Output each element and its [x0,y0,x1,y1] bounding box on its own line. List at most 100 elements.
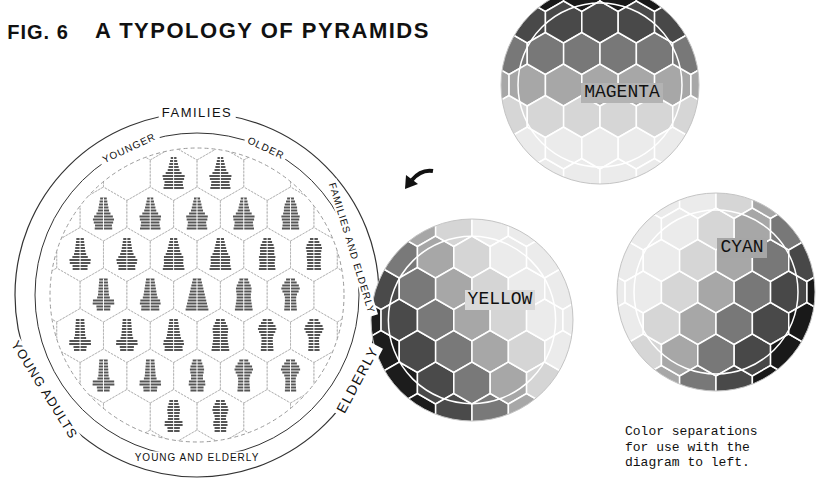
circle-outline [501,0,699,184]
ring-label: FAMILIES [159,106,236,120]
population-pyramid [69,319,91,352]
ring-label: ELDERLY [333,341,384,418]
population-pyramid [93,279,115,312]
hex-cell [174,187,221,241]
separation-shape [616,192,816,392]
arrow-head [405,175,418,189]
pyramid-axis [243,360,244,393]
population-pyramid [281,198,299,231]
population-pyramid [186,198,208,231]
population-pyramid [165,400,183,433]
hex-cell [57,228,104,282]
ring-line [518,3,682,167]
hex-cell [220,187,267,241]
population-pyramid [212,319,230,352]
hex-cell [10,228,57,282]
pyramid-axis [290,198,291,231]
pyramid-axis [80,238,81,271]
hex-cell [80,349,127,403]
hex-cell [57,309,104,363]
population-pyramid [93,198,114,231]
population-pyramid [93,360,115,393]
population-pyramid [139,198,161,231]
hex-cell [291,228,338,282]
pyramid-axis [220,157,221,190]
hex-cell [103,390,150,444]
pyramid-axis [126,319,127,352]
hex-cell [673,33,700,75]
hex-cell [636,0,672,12]
hex-cell [80,268,127,322]
dashed-boundary [50,148,344,442]
circle-outline [371,219,573,421]
hex-cell [127,268,174,322]
figure-number: FIG. 6 [4,21,72,43]
pyramid-axis [173,319,174,352]
population-pyramid [163,157,185,190]
ring-label: OLDER [243,133,289,162]
hex-cell [174,349,221,403]
ring-label: YOUNGER [97,130,159,167]
hex-cell [244,309,291,363]
hex-cell [197,390,244,444]
pyramid-axis [126,238,127,271]
population-pyramid [281,279,299,312]
population-pyramid [281,360,300,393]
hex-cell [314,268,361,322]
pyramid-axis [150,360,151,393]
pyramid-axis [197,198,198,231]
population-pyramid [163,238,185,271]
figure-title: A TYPOLOGY OF PYRAMIDS [95,18,430,44]
ring-line [634,210,798,374]
hex-cell [244,228,291,282]
caption: Color separations for use with the diagr… [625,424,775,471]
pointer-arrow [412,171,433,180]
population-pyramid [233,198,255,231]
pyramid-axis [103,198,104,231]
hex-cell [127,349,174,403]
pyramid-axis [103,279,104,312]
pyramid-axis [173,238,174,271]
pyramid-axis [220,400,221,433]
hex-cell [508,218,544,247]
hex-cell [267,349,314,403]
hex-cell [103,309,150,363]
population-pyramid [139,360,161,393]
hex-cell [267,187,314,241]
hex-cell [150,309,197,363]
separation-shape [370,218,574,422]
hex-cell [150,228,197,282]
population-pyramid [186,279,209,312]
population-pyramid [116,238,137,271]
hex-cell [752,366,788,393]
hex-cell [752,192,788,219]
hex-cell [789,303,816,345]
population-pyramid [212,400,228,433]
hex-cell [267,268,314,322]
population-pyramid [306,238,322,271]
pyramid-axis [313,319,314,352]
hex-cell [80,187,127,241]
population-pyramid [69,238,90,271]
pyramid-axis [267,238,268,271]
hex-cell [508,394,544,423]
separation-circle: CYAN [616,192,816,392]
hex-cell [220,268,267,322]
population-pyramid [235,360,253,393]
population-pyramid [209,157,231,190]
hex-cell [673,96,700,138]
ring-label: YOUNG ADULTS [6,336,81,444]
population-pyramid [259,238,276,271]
hex-shading [500,0,700,185]
pyramid-axis [197,360,198,393]
separation-name: MAGENTA [581,83,663,103]
pyramid-axis [220,238,221,271]
pyramid-axis [80,319,81,352]
hex-cell [636,159,672,186]
pyramid-axis [243,198,244,231]
hex-cell [220,349,267,403]
pyramid-axis [103,360,104,393]
pyramid-axis [150,279,151,312]
hex-cell [33,268,80,322]
